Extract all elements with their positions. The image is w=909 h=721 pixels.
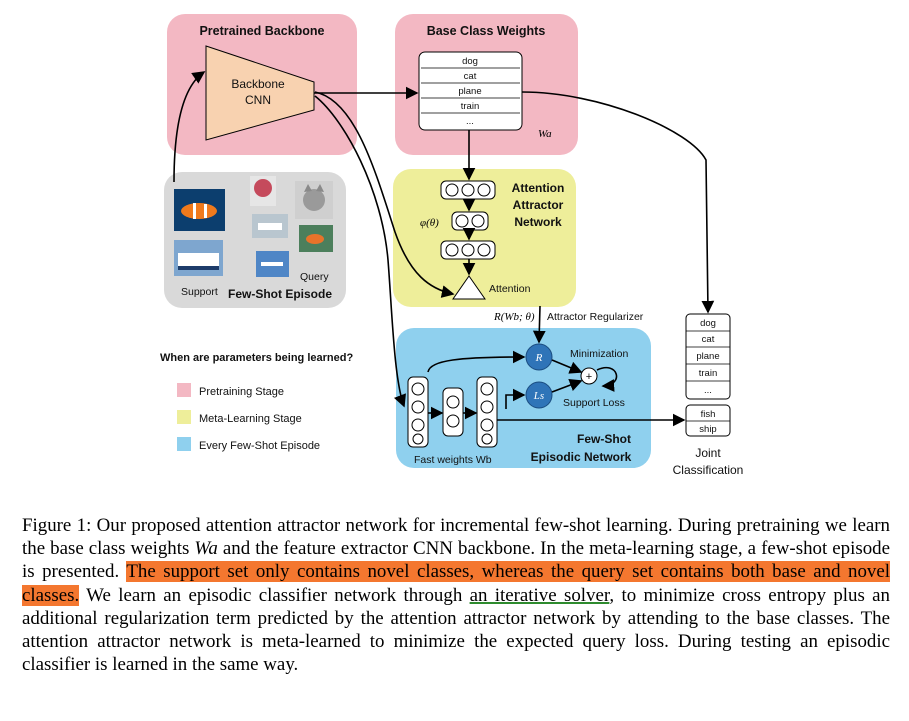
attention-triangle bbox=[452, 275, 486, 300]
joint-row-dog: dog bbox=[700, 318, 716, 329]
weights-table bbox=[418, 51, 523, 131]
regularizer-label: Attractor Regularizer bbox=[547, 311, 644, 323]
episodic-title-1: Few-Shot bbox=[577, 432, 631, 446]
episode-images bbox=[174, 176, 333, 277]
support-label: Support bbox=[181, 286, 218, 298]
few-shot-episode-title: Few-Shot Episode bbox=[228, 287, 332, 301]
ls-node bbox=[525, 381, 553, 409]
regularizer-formula: R(Wb; θ) bbox=[493, 311, 535, 323]
ls-node-label: Ls bbox=[533, 390, 544, 402]
caption-wa-symbol: Wa bbox=[194, 538, 218, 560]
attractor-bottom-neurons bbox=[440, 240, 496, 260]
attractor-mid-neurons bbox=[451, 211, 489, 231]
fast-weights-label: Fast weights Wb bbox=[414, 454, 492, 466]
legend-swatch-episode bbox=[177, 437, 191, 451]
joint-row-fish: fish bbox=[701, 409, 716, 420]
support-loss-label: Support Loss bbox=[563, 397, 625, 409]
legend-label-pretraining: Pretraining Stage bbox=[199, 386, 284, 398]
figure-diagram: Pretrained Backbone Backbone CNN Base Cl… bbox=[160, 14, 744, 477]
caption-part-1: Figure 1: Our proposed attention attract… bbox=[22, 515, 890, 560]
joint-table-novel bbox=[685, 404, 731, 437]
caption-part-3: We learn an episodic classifier network … bbox=[79, 584, 470, 606]
legend-question: When are parameters being learned? bbox=[160, 352, 353, 364]
legend-swatch-pretraining bbox=[177, 383, 191, 397]
weight-row-ellipsis: ... bbox=[466, 116, 474, 127]
fast-weight-columns bbox=[407, 376, 498, 448]
plus-symbol: + bbox=[586, 371, 592, 383]
weight-row-dog: dog bbox=[462, 56, 478, 67]
joint-row-ellipsis: ... bbox=[704, 385, 712, 396]
caption-part-4: , to minimize cross entropy plus an addi… bbox=[22, 584, 890, 676]
attractor-title-1: Attention bbox=[512, 181, 565, 195]
legend-label-episode: Every Few-Shot Episode bbox=[199, 440, 320, 452]
weight-row-train: train bbox=[461, 101, 479, 112]
attractor-title-3: Network bbox=[514, 215, 562, 229]
joint-row-ship: ship bbox=[699, 424, 716, 435]
attention-attractor-region bbox=[393, 169, 576, 307]
caption-part-2: and the feature extractor CNN backbone. … bbox=[22, 538, 890, 583]
legend-label-meta: Meta-Learning Stage bbox=[199, 413, 302, 425]
legend-swatch-meta bbox=[177, 410, 191, 424]
weight-row-cat: cat bbox=[464, 71, 477, 82]
attention-label: Attention bbox=[489, 283, 531, 295]
joint-label-1: Joint bbox=[695, 446, 721, 460]
weights-wa-label: Wa bbox=[538, 128, 552, 140]
phi-theta-label: φ(θ) bbox=[420, 217, 439, 229]
figure-caption: Figure 1: Our proposed attention attract… bbox=[22, 514, 890, 676]
weight-row-plane: plane bbox=[458, 86, 481, 97]
connection-arrows bbox=[173, 71, 715, 427]
r-node bbox=[525, 343, 553, 371]
minimization-label: Minimization bbox=[570, 348, 629, 360]
backbone-cnn-label-2: CNN bbox=[245, 93, 271, 107]
base-class-weights-title: Base Class Weights bbox=[427, 24, 546, 38]
backbone-cnn-label-1: Backbone bbox=[231, 77, 285, 91]
plus-node bbox=[580, 367, 598, 385]
joint-table-base bbox=[685, 313, 731, 400]
backbone-cnn-trapezoid bbox=[205, 45, 315, 141]
pretrained-backbone-title: Pretrained Backbone bbox=[199, 24, 324, 38]
query-label: Query bbox=[300, 271, 329, 283]
attractor-title-2: Attractor bbox=[513, 198, 564, 212]
episodic-title-2: Episodic Network bbox=[531, 450, 632, 464]
joint-row-cat: cat bbox=[702, 334, 715, 345]
attractor-top-neurons bbox=[440, 180, 496, 200]
joint-row-plane: plane bbox=[696, 351, 719, 362]
caption-underlined-phrase: an iterative solver bbox=[469, 584, 610, 606]
weights-rows: dog cat plane train ... bbox=[421, 56, 520, 127]
joint-row-train: train bbox=[699, 368, 717, 379]
joint-label-2: Classification bbox=[673, 463, 744, 477]
r-node-label: R bbox=[535, 352, 543, 364]
